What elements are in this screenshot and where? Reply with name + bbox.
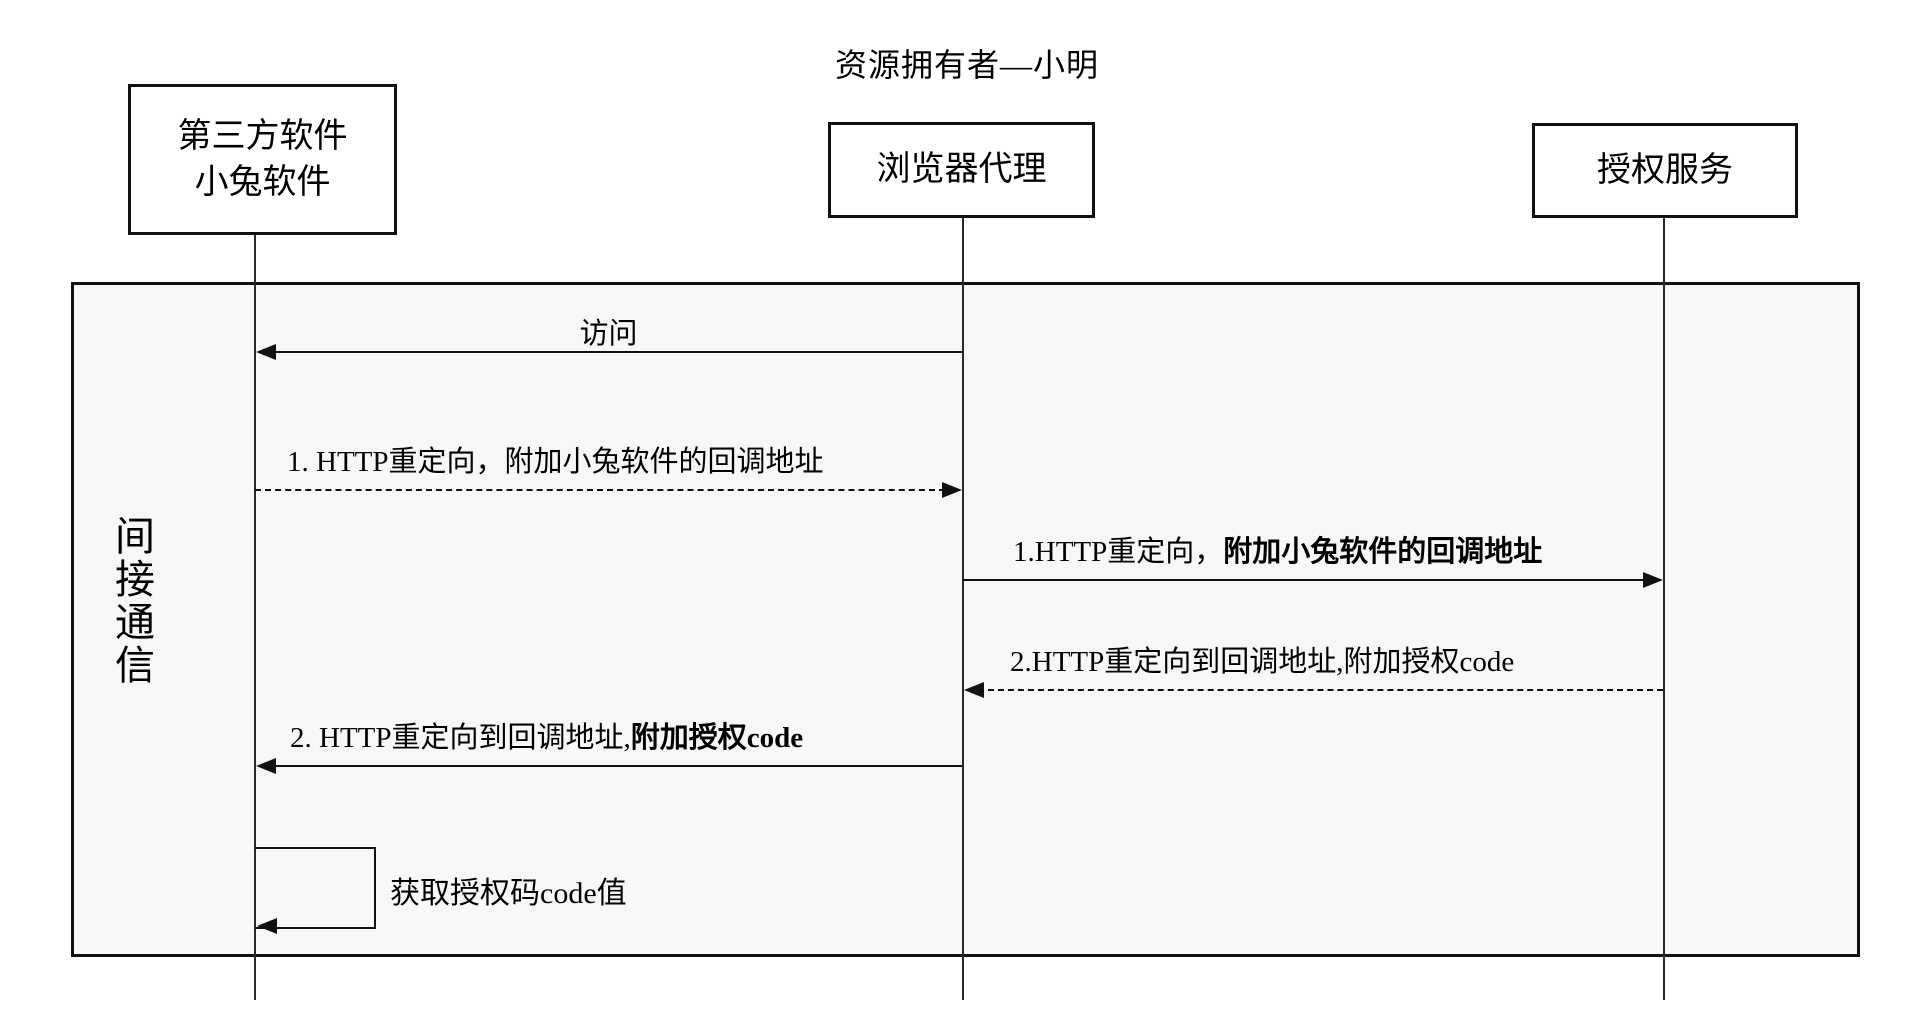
actor-third-party-line1: 第三方软件 <box>177 117 348 155</box>
message-redirect2-app-arrowhead-left <box>256 758 276 774</box>
message-redirect1-auth-label: 1.HTTP重定向，附加小兔软件的回调地址 <box>1013 528 1542 570</box>
message-redirect2-app-bold: 附加授权code <box>630 722 804 754</box>
self-message-loop <box>255 847 376 929</box>
message-redirect2-app-prefix: 2. HTTP重定向到回调地址, <box>290 722 631 754</box>
message-redirect2-app-label: 2. HTTP重定向到回调地址,附加授权code <box>290 714 803 756</box>
message-redirect1-browser-line <box>255 489 945 491</box>
message-visit-line <box>270 351 962 353</box>
interaction-frame <box>71 282 1860 957</box>
self-message-label: 获取授权码code值 <box>390 877 627 910</box>
message-redirect2-browser-line <box>978 689 1663 691</box>
actor-third-party: 第三方软件 小兔软件 <box>128 84 397 235</box>
message-redirect1-auth-bold: 附加小兔软件的回调地址 <box>1223 536 1543 568</box>
lifeline-browser <box>962 212 964 1000</box>
actor-auth-label: 授权服务 <box>1597 151 1733 189</box>
actor-third-party-line2: 小兔软件 <box>194 163 331 201</box>
frame-label: 间接通信 <box>109 515 154 687</box>
message-redirect2-browser-arrowhead-left <box>964 682 984 698</box>
message-visit-label: 访问 <box>579 318 638 350</box>
message-redirect1-auth-arrowhead-right <box>1643 572 1663 588</box>
message-redirect1-auth-prefix: 1.HTTP重定向， <box>1013 536 1224 568</box>
message-visit-arrowhead-left <box>256 344 276 360</box>
message-redirect1-auth-line <box>963 579 1643 581</box>
actor-browser: 浏览器代理 <box>828 122 1095 218</box>
actor-browser-label: 浏览器代理 <box>876 151 1047 189</box>
lifeline-third-party <box>254 229 256 1000</box>
message-redirect2-browser-label: 2.HTTP重定向到回调地址,附加授权code <box>1010 646 1515 678</box>
message-redirect2-app-line <box>270 765 962 767</box>
self-message-arrowhead-left <box>257 918 277 934</box>
diagram-title: 资源拥有者—小明 <box>835 47 1100 83</box>
lifeline-auth <box>1663 212 1665 1000</box>
message-redirect1-browser-arrowhead-right <box>942 482 962 498</box>
actor-auth: 授权服务 <box>1532 123 1798 218</box>
message-redirect1-browser-label: 1. HTTP重定向，附加小兔软件的回调地址 <box>287 446 824 478</box>
